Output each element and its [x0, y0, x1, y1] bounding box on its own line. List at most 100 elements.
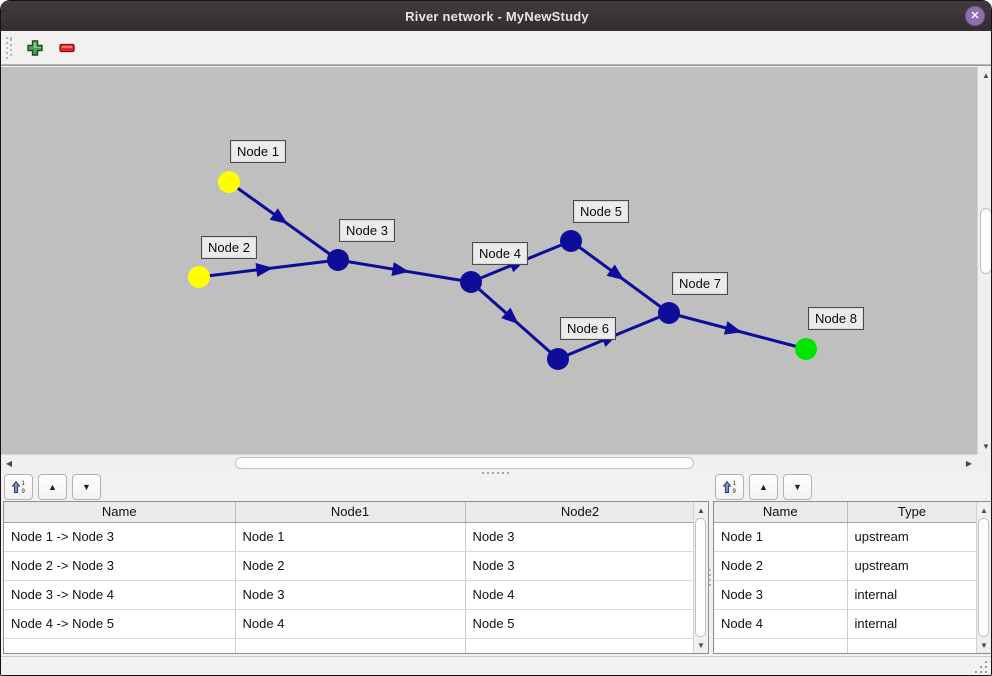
node-table-toolbar: 1 9 ▲ ▼	[715, 474, 812, 501]
canvas-vertical-scrollbar[interactable]: ▲ ▼	[977, 67, 991, 454]
link-table-scrollbar[interactable]: ▲ ▼	[693, 502, 708, 653]
table-cell[interactable]: Node 3	[465, 522, 696, 552]
table-cell[interactable]: Node 4	[714, 609, 848, 639]
canvas-horizontal-scrollbar[interactable]: ◀ ▶	[1, 454, 977, 471]
horizontal-scroll-thumb[interactable]	[235, 457, 694, 469]
svg-text:1: 1	[21, 481, 25, 487]
move-down-icon: ▼	[793, 481, 802, 492]
node-label[interactable]: Node 3	[339, 219, 395, 242]
resize-grip-icon[interactable]	[975, 661, 987, 673]
column-header[interactable]: Node2	[465, 502, 696, 523]
edge-arrow-icon	[723, 321, 743, 335]
vertical-scroll-thumb[interactable]	[980, 208, 991, 274]
node-table-scrollbar[interactable]: ▲ ▼	[976, 502, 991, 653]
scroll-thumb[interactable]	[695, 518, 706, 637]
node-label[interactable]: Node 1	[230, 140, 286, 163]
node-circle[interactable]	[547, 348, 569, 370]
vertical-splitter[interactable]	[707, 501, 713, 654]
node-circle[interactable]	[795, 338, 817, 360]
edge-arrow-icon	[501, 307, 519, 325]
remove-node-button[interactable]	[54, 35, 80, 61]
scroll-down-icon[interactable]: ▼	[694, 637, 708, 653]
add-node-button[interactable]	[22, 35, 48, 61]
node-label[interactable]: Node 8	[808, 307, 864, 330]
table-cell[interactable]: Node 4	[235, 609, 466, 639]
table-cell[interactable]: upstream	[847, 551, 978, 581]
move-link-down-button[interactable]: ▼	[72, 474, 101, 500]
svg-text:1: 1	[732, 481, 736, 487]
table-cell[interactable]: Node 2	[714, 551, 848, 581]
node-label[interactable]: Node 4	[472, 242, 528, 265]
table-cell[interactable]: Node 4 -> Node 5	[4, 609, 236, 639]
move-down-icon: ▼	[82, 481, 91, 492]
node-circle[interactable]	[658, 302, 680, 324]
table-cell[interactable]: Node 1 -> Node 3	[4, 522, 236, 552]
node-label[interactable]: Node 6	[560, 317, 616, 340]
table-cell[interactable]: Node 4	[465, 580, 696, 610]
move-node-up-button[interactable]: ▲	[749, 474, 778, 500]
network-svg[interactable]	[1, 67, 977, 454]
scroll-down-icon[interactable]: ▼	[978, 438, 991, 454]
status-bar	[1, 656, 991, 675]
toolbar-grip[interactable]	[6, 36, 14, 59]
scroll-right-icon[interactable]: ▶	[961, 455, 977, 471]
node-circle[interactable]	[188, 266, 210, 288]
splitter-grip-dots	[482, 471, 512, 474]
scroll-up-icon[interactable]: ▲	[978, 67, 991, 83]
node-circle[interactable]	[218, 171, 240, 193]
node-circle[interactable]	[327, 249, 349, 271]
network-canvas[interactable]: Node 1 Node 2 Node 3 Node 4 Node 5 Node 6 Node…	[1, 67, 977, 454]
window-title: River network - MyNewStudy	[405, 8, 589, 24]
node-label[interactable]: Node 7	[672, 272, 728, 295]
column-header[interactable]: Name	[714, 502, 848, 523]
node-label[interactable]: Node 2	[201, 236, 257, 259]
svg-text:9: 9	[21, 489, 25, 495]
table-cell[interactable]: internal	[847, 609, 978, 639]
table-cell[interactable]: internal	[847, 580, 978, 610]
column-header[interactable]: Name	[4, 502, 236, 523]
scroll-thumb[interactable]	[978, 518, 989, 637]
table-cell[interactable]: Node 3 -> Node 4	[4, 580, 236, 610]
horizontal-splitter[interactable]	[1, 471, 991, 474]
scroll-up-icon[interactable]: ▲	[977, 502, 991, 518]
table-cell[interactable]: Node 1	[714, 522, 848, 552]
sort-links-button[interactable]: 1 9	[4, 474, 33, 500]
table-cell[interactable]: Node 3	[235, 580, 466, 610]
node-circle[interactable]	[560, 230, 582, 252]
table-cell[interactable]: Node 1	[235, 522, 466, 552]
table-cell[interactable]: Node 3	[465, 551, 696, 581]
sort-ascending-icon: 1 9	[722, 480, 736, 495]
table-cell[interactable]: Node 2 -> Node 3	[4, 551, 236, 581]
column-header[interactable]: Type	[847, 502, 978, 523]
table-cell[interactable]: upstream	[847, 522, 978, 552]
title-bar[interactable]: River network - MyNewStudy ✕	[1, 1, 991, 31]
plus-icon	[27, 39, 43, 56]
scroll-up-icon[interactable]: ▲	[694, 502, 708, 518]
table-cell[interactable]: Node 3	[714, 580, 848, 610]
scroll-down-icon[interactable]: ▼	[977, 637, 991, 653]
move-node-down-button[interactable]: ▼	[783, 474, 812, 500]
move-link-up-button[interactable]: ▲	[38, 474, 67, 500]
node-label[interactable]: Node 5	[573, 200, 629, 223]
scroll-left-icon[interactable]: ◀	[1, 455, 17, 471]
edge-arrow-icon	[606, 264, 625, 281]
node-circle[interactable]	[460, 271, 482, 293]
table-cell[interactable]: Node 5	[465, 609, 696, 639]
edge-arrow-icon	[269, 208, 288, 224]
link-table-toolbar: 1 9 ▲ ▼	[4, 474, 101, 501]
column-header[interactable]: Node1	[235, 502, 466, 523]
close-button[interactable]: ✕	[965, 6, 985, 26]
sort-nodes-button[interactable]: 1 9	[715, 474, 744, 500]
table-cell[interactable]: Node 2	[235, 551, 466, 581]
